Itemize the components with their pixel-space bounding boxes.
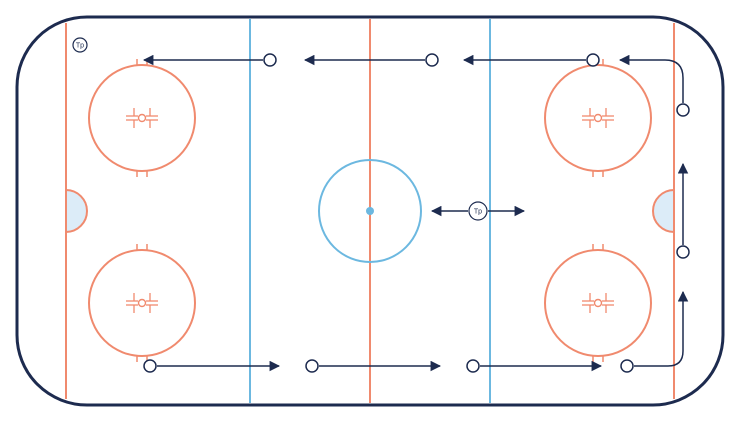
player-bottom-1 [143,359,157,373]
player-bottom-3 [466,359,480,373]
goal-crease-right [652,188,675,234]
player-top-2 [425,53,439,67]
faceoff-circle-bottom-right [544,244,652,362]
player-bottom-4 [620,359,634,373]
arrow-right-top-curve [618,54,684,103]
faceoff-circle-top-right [544,59,652,177]
faceoff-circle-bottom-left [88,244,196,362]
goal-crease-left [65,188,88,234]
player-right-1 [676,103,690,117]
player-bottom-2 [305,359,319,373]
arrow-right-bottom-curve [634,290,689,367]
center-circle [318,159,422,263]
faceoff-circle-top-left [88,59,196,177]
coach-marker-center-label: Tp [474,209,482,216]
player-top-1 [263,53,277,67]
center-faceoff-dot [366,207,374,215]
coach-marker-corner: Tp [72,37,88,53]
player-right-2 [676,245,690,259]
player-top-3 [586,53,600,67]
coach-marker-center: Tp [468,201,488,221]
coach-marker-corner-label: Tp [76,43,84,50]
